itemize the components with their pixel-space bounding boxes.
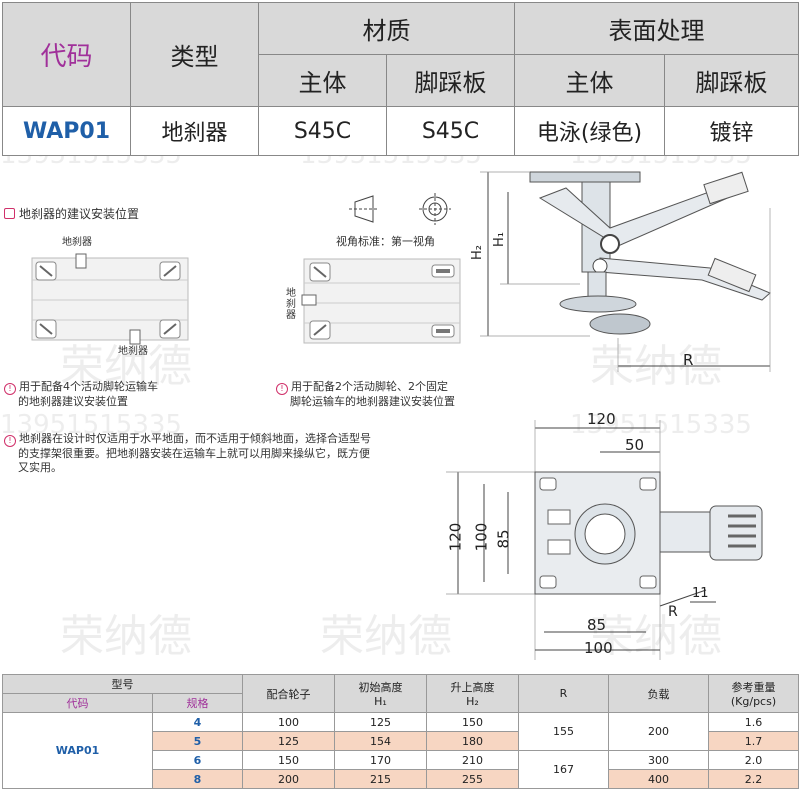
r-cell: 167	[518, 750, 609, 789]
row-surface-body: 电泳(绿色)	[514, 106, 665, 156]
weight-cell: 1.7	[708, 731, 799, 751]
header-surface: 表面处理	[514, 2, 799, 55]
row-material-body: S45C	[258, 106, 387, 156]
note-a-line2: 的地刹器建议安装位置	[18, 395, 128, 408]
install-title-text: 地刹器的建议安装位置	[19, 207, 140, 221]
exclamation-icon: !	[4, 383, 16, 395]
header-spec: 规格	[152, 693, 243, 713]
label-brake-a2: 地刹器	[118, 346, 148, 357]
row-code: WAP01	[2, 106, 131, 156]
spec-cell: 6	[152, 750, 243, 770]
wheel-cell: 200	[242, 769, 335, 789]
header-model: 型号	[2, 674, 243, 694]
header-code-bottom: 代码	[2, 693, 153, 713]
row-type: 地刹器	[130, 106, 259, 156]
wheel-cell: 150	[242, 750, 335, 770]
first-angle-projection-symbol	[349, 193, 451, 225]
header-r: R	[518, 674, 609, 713]
header-material-pedal: 脚踩板	[386, 54, 515, 107]
top-view-drawing	[446, 420, 763, 660]
wheel-cell: 125	[242, 731, 335, 751]
header-code: 代码	[2, 2, 131, 107]
square-marker-icon	[4, 208, 15, 219]
weight-cell: 2.0	[708, 750, 799, 770]
header-wheel: 配合轮子	[242, 674, 335, 713]
caution-line2: 的支撑架很重要。把地刹器安装在运输车上就可以用脚来操纵它，既方便	[18, 447, 370, 460]
watermark-name: 荣纳德	[60, 611, 192, 662]
header-material: 材质	[258, 2, 515, 55]
label-brake-b: 地刹器	[286, 288, 296, 321]
dim-120-left: 120	[446, 522, 465, 552]
dim-100-left: 100	[472, 522, 491, 552]
h1-cell: 215	[334, 769, 427, 789]
exclamation-icon: !	[276, 383, 288, 395]
dim-85-left: 85	[494, 529, 513, 549]
install-diagram-four-swivel	[31, 253, 189, 345]
note-b-line1: 用于配备2个活动脚轮、2个固定	[291, 380, 448, 393]
weight-cell: 2.2	[708, 769, 799, 789]
dim-120-top: 120	[587, 410, 616, 428]
spec-cell: 4	[152, 712, 243, 732]
h1-cell: 154	[334, 731, 427, 751]
dim-85-bottom: 85	[587, 616, 607, 634]
load-cell: 400	[608, 769, 709, 789]
dim-r-top: R	[668, 604, 678, 620]
load-cell: 300	[608, 750, 709, 770]
header-surface-pedal: 脚踩板	[664, 54, 799, 107]
h1-cell: 125	[334, 712, 427, 732]
dim-50: 50	[625, 436, 645, 454]
header-material-body: 主体	[258, 54, 387, 107]
h2-cell: 180	[426, 731, 519, 751]
dim-h1: H₁	[492, 232, 507, 247]
header-surface-body: 主体	[514, 54, 665, 107]
dim-100-bottom: 100	[584, 639, 613, 657]
exclamation-icon: !	[4, 435, 16, 447]
row-material-pedal: S45C	[386, 106, 515, 156]
header-weight-label: 参考重量	[731, 681, 776, 694]
side-view-drawing	[480, 171, 771, 372]
model-code: WAP01	[2, 712, 153, 789]
r-cell: 155	[518, 712, 609, 751]
note-b-line2: 脚轮运输车的地刹器建议安装位置	[290, 395, 455, 408]
note-two-swivel: !用于配备2个活动脚轮、2个固定 脚轮运输车的地刹器建议安装位置	[276, 380, 455, 409]
h1-cell: 170	[334, 750, 427, 770]
header-h1-label: 初始高度	[358, 681, 403, 694]
spec-cell: 8	[152, 769, 243, 789]
header-h2-label: 升上高度	[450, 681, 495, 694]
watermark-name: 荣纳德	[320, 611, 452, 662]
caution-note: !地刹器在设计时仅适用于水平地面，而不适用于倾斜地面，选择合适型号 的支撑架很重…	[4, 432, 474, 475]
dim-r-side: R	[683, 351, 694, 369]
header-h2-sub: H₂	[466, 695, 479, 708]
load-cell: 200	[608, 712, 709, 751]
caution-line3: 又实用。	[18, 461, 62, 474]
weight-cell: 1.6	[708, 712, 799, 732]
h2-cell: 150	[426, 712, 519, 732]
h2-cell: 255	[426, 769, 519, 789]
h2-cell: 210	[426, 750, 519, 770]
install-diagram-two-swivel	[301, 258, 461, 344]
view-angle-label: 视角标准：第一视角	[336, 235, 435, 248]
header-weight: 参考重量(Kg/pcs)	[708, 674, 799, 713]
header-weight-sub: (Kg/pcs)	[730, 695, 777, 708]
dim-h2: H₂	[470, 245, 485, 260]
label-brake-a1: 地刹器	[62, 237, 92, 248]
install-title: 地刹器的建议安装位置	[4, 205, 139, 222]
header-h1-sub: H₁	[374, 695, 387, 708]
note-a-line1: 用于配备4个活动脚轮运输车	[19, 380, 158, 393]
header-type: 类型	[130, 2, 259, 107]
note-four-swivel: !用于配备4个活动脚轮运输车 的地刹器建议安装位置	[4, 380, 158, 409]
header-load: 负载	[608, 674, 709, 713]
wheel-cell: 100	[242, 712, 335, 732]
spec-table: 代码 类型 材质 表面处理 主体 脚踩板 主体 脚踩板 WAP01 地刹器 S4…	[2, 2, 799, 156]
dim-11: 11	[692, 586, 709, 601]
spec-cell: 5	[152, 731, 243, 751]
row-surface-pedal: 镀锌	[664, 106, 799, 156]
caution-line1: 地刹器在设计时仅适用于水平地面，而不适用于倾斜地面，选择合适型号	[19, 432, 371, 445]
